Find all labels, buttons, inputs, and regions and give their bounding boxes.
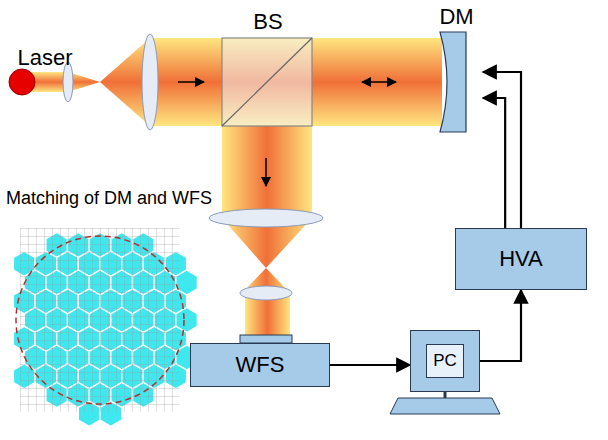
amplifier-box: HVA bbox=[455, 228, 587, 290]
node-text: WFS bbox=[232, 352, 289, 378]
beam-splitter-cube bbox=[222, 38, 312, 126]
node-text: BS bbox=[249, 9, 286, 35]
signal-arrow bbox=[483, 72, 521, 228]
sensor-box: WFS bbox=[190, 343, 330, 387]
laser-label: Laser bbox=[8, 44, 82, 72]
illustration-caption: Matching of DM and WFS bbox=[6, 188, 212, 209]
lenslet-grid bbox=[20, 228, 180, 412]
node-text: PC bbox=[426, 344, 464, 378]
laser-beam bbox=[150, 38, 442, 126]
beam-splitter-plane bbox=[222, 38, 312, 126]
sensor-window bbox=[240, 335, 292, 343]
beam-direction-arrow bbox=[178, 81, 204, 83]
computer-stand bbox=[444, 392, 447, 398]
mirror-label: DM bbox=[430, 4, 483, 30]
pupil-circle bbox=[16, 236, 184, 404]
node-text: DM bbox=[435, 4, 477, 30]
computer-base bbox=[390, 398, 500, 414]
beam-direction-arrow bbox=[362, 81, 396, 83]
lens bbox=[209, 209, 323, 227]
deformable-mirror bbox=[440, 32, 466, 132]
signal-arrow bbox=[483, 98, 505, 228]
beam-splitter-label: BS bbox=[244, 8, 292, 36]
signal-arrow bbox=[480, 290, 521, 361]
node-text: HVA bbox=[495, 246, 547, 272]
lens bbox=[142, 34, 158, 130]
beam-direction-arrow bbox=[265, 158, 267, 186]
node-text: Laser bbox=[13, 45, 76, 71]
laser-beam bbox=[222, 126, 312, 218]
laser-source bbox=[9, 69, 35, 95]
signal-arrow bbox=[330, 364, 410, 366]
computer-monitor: PC bbox=[410, 330, 480, 392]
lens bbox=[240, 286, 292, 300]
